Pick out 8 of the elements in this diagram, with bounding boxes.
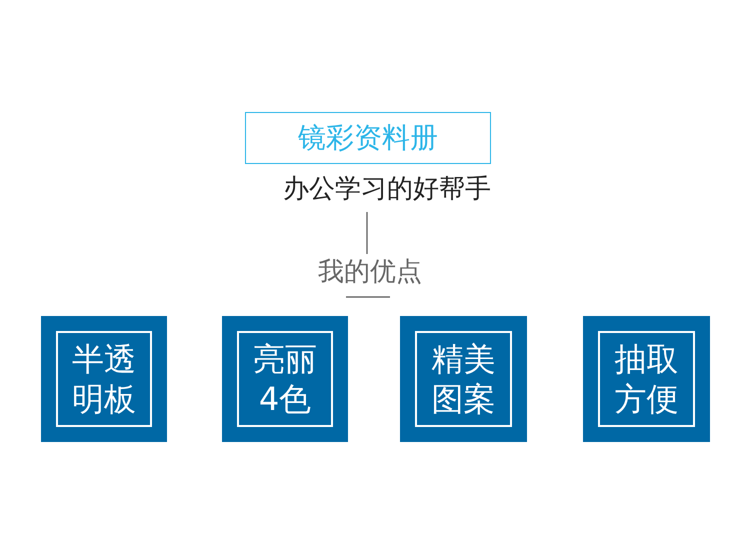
feature-tile: 亮丽4色 bbox=[222, 316, 348, 442]
subtitle-text: 办公学习的好帮手 bbox=[281, 170, 493, 212]
feature-tile: 精美图案 bbox=[400, 316, 527, 442]
feature-tile: 半透明板 bbox=[41, 316, 167, 442]
title-box: 镜彩资料册 bbox=[245, 112, 491, 164]
feature-tile: 抽取方便 bbox=[583, 316, 710, 442]
heading-text: 我的优点 bbox=[317, 254, 423, 290]
connector-line bbox=[366, 212, 368, 254]
